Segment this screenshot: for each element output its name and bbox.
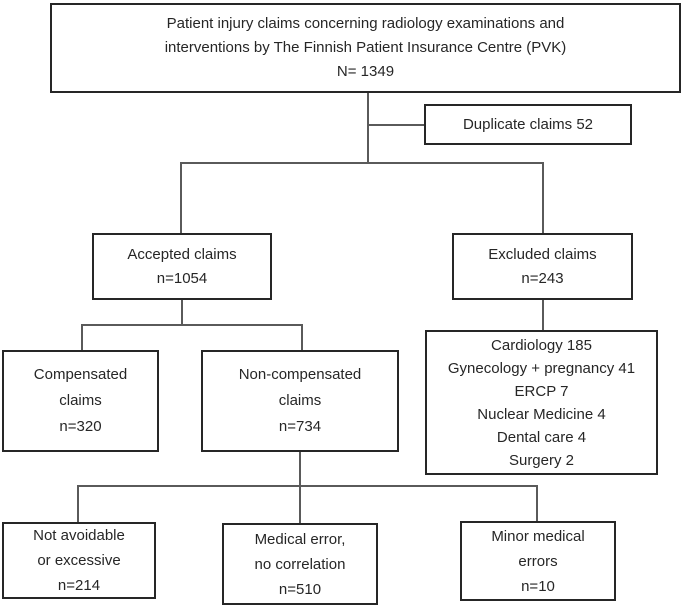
connector-to-excluded	[542, 162, 544, 233]
connector-to-minor-errors	[536, 485, 538, 521]
connector-level1-branch	[180, 162, 544, 164]
connector-root-down	[367, 93, 369, 163]
connector-to-duplicate	[368, 124, 424, 126]
node-excluded-details: Cardiology 185 Gynecology + pregnancy 41…	[425, 330, 658, 475]
node-medical-error-line2: no correlation	[254, 555, 346, 573]
node-not-avoidable-line1: Not avoidable	[33, 527, 125, 544]
node-duplicate-claims: Duplicate claims 52	[424, 104, 632, 145]
node-root-line2: interventions by The Finnish Patient Ins…	[164, 39, 567, 56]
node-compensated-claims: Compensated claims n=320	[2, 350, 159, 452]
node-non-compensated-count: n=734	[278, 418, 322, 435]
node-not-avoidable-count: n=214	[57, 577, 101, 594]
node-duplicate-claims-label: Duplicate claims 52	[462, 116, 594, 133]
node-compensated-count: n=320	[59, 418, 102, 435]
excluded-detail-nuclear: Nuclear Medicine 4	[477, 405, 606, 423]
node-not-avoidable-line2: or excessive	[37, 552, 121, 569]
node-root-line3: N= 1349	[336, 63, 395, 80]
node-accepted-claims-count: n=1054	[156, 269, 208, 287]
node-compensated-line1: Compensated	[33, 366, 128, 383]
node-non-compensated-line1: Non-compensated	[238, 366, 362, 383]
connector-to-accepted	[180, 162, 182, 233]
excluded-detail-surgery: Surgery 2	[508, 451, 575, 469]
node-minor-errors-count: n=10	[521, 577, 555, 595]
node-accepted-claims: Accepted claims n=1054	[92, 233, 272, 300]
connector-to-not-avoidable	[77, 485, 79, 522]
connector-level3-branch	[77, 485, 538, 487]
node-not-avoidable: Not avoidable or excessive n=214	[2, 522, 156, 599]
connector-accepted-down	[181, 299, 183, 326]
excluded-detail-gynecology: Gynecology + pregnancy 41	[447, 359, 636, 377]
node-root: Patient injury claims concerning radiolo…	[50, 3, 681, 93]
node-medical-error: Medical error, no correlation n=510	[222, 523, 378, 605]
node-non-compensated-claims: Non-compensated claims n=734	[201, 350, 399, 452]
node-compensated-line2: claims	[59, 392, 102, 409]
excluded-detail-ercp: ERCP 7	[514, 382, 569, 400]
node-minor-errors-line2: errors	[518, 552, 558, 570]
node-minor-errors: Minor medical errors n=10	[460, 521, 616, 601]
node-accepted-claims-label: Accepted claims	[127, 245, 237, 263]
node-excluded-claims-label: Excluded claims	[488, 245, 597, 263]
connector-to-non-compensated	[301, 324, 303, 350]
excluded-detail-cardiology: Cardiology 185	[491, 336, 592, 354]
node-excluded-claims: Excluded claims n=243	[452, 233, 633, 300]
connector-level2-branch	[81, 324, 302, 326]
node-excluded-claims-count: n=243	[521, 269, 564, 287]
connector-noncompensated-down	[299, 451, 301, 487]
connector-to-compensated	[81, 324, 83, 350]
node-root-line1: Patient injury claims concerning radiolo…	[166, 15, 565, 32]
node-medical-error-line1: Medical error,	[254, 530, 346, 548]
connector-to-medical-error	[299, 485, 301, 523]
connector-excluded-to-details	[542, 299, 544, 330]
node-medical-error-count: n=510	[278, 580, 322, 598]
node-minor-errors-line1: Minor medical	[491, 527, 585, 545]
node-non-compensated-line2: claims	[278, 392, 322, 409]
excluded-detail-dental: Dental care 4	[496, 428, 587, 446]
